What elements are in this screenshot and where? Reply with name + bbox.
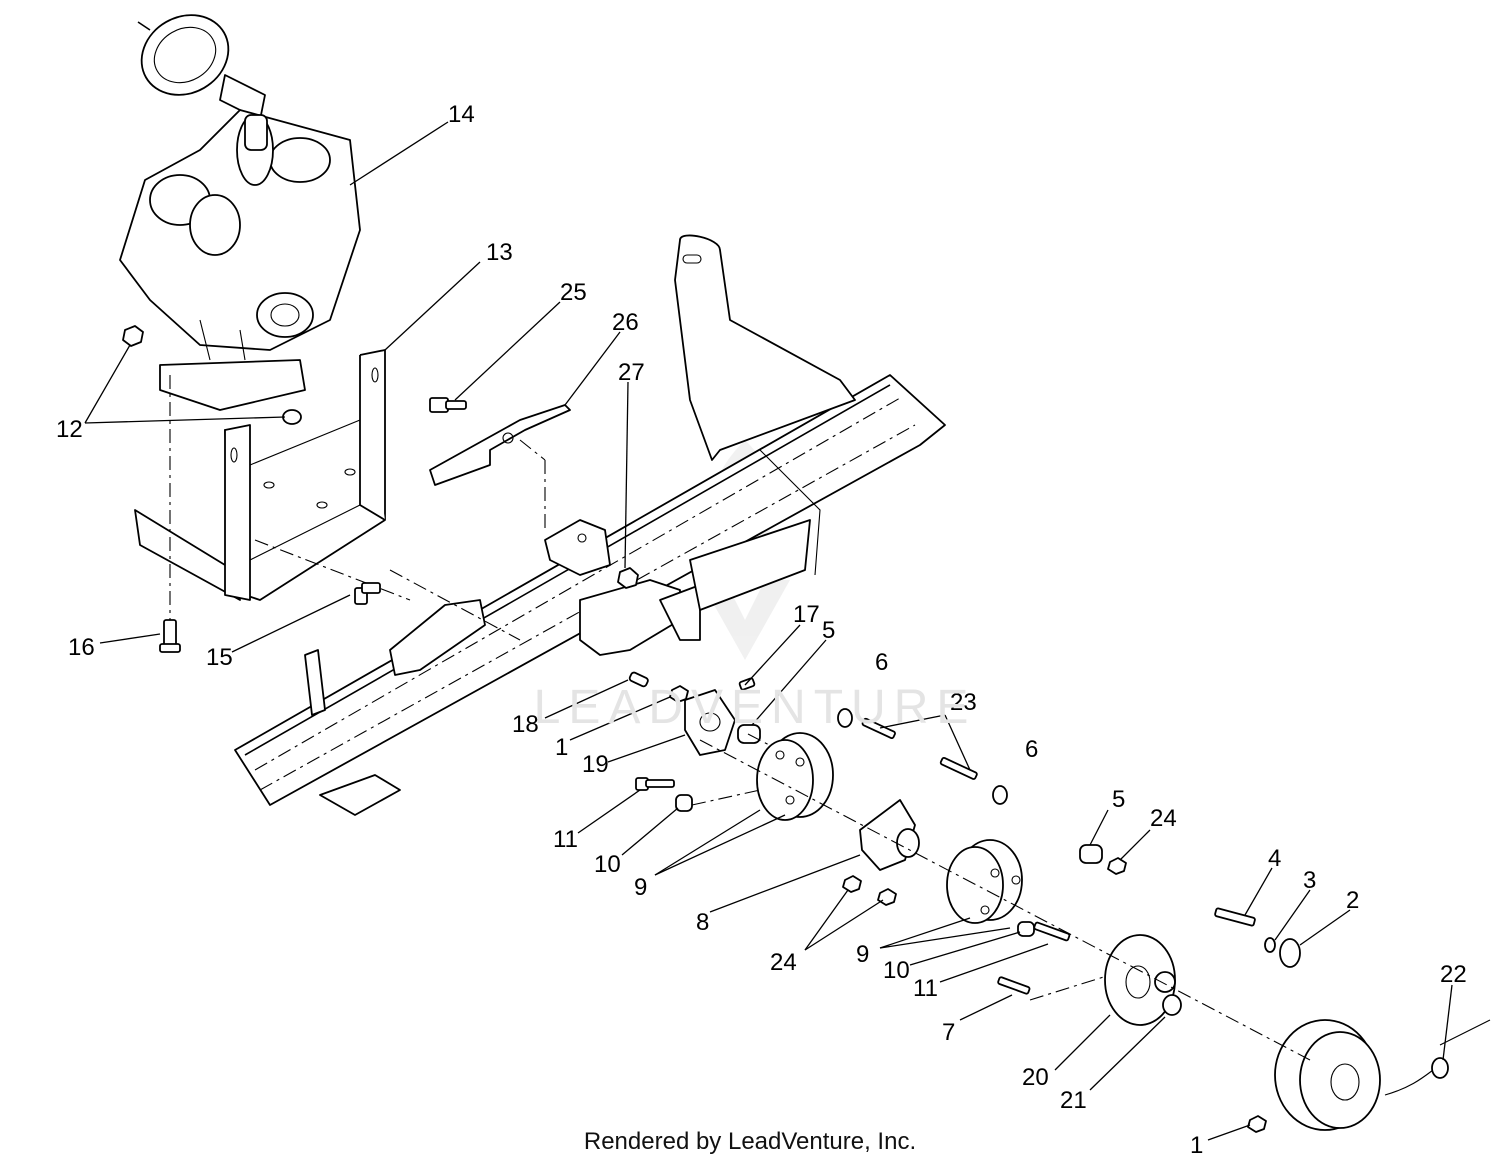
bracket-8 xyxy=(859,799,920,871)
spacer-5 xyxy=(737,724,776,749)
callout-24: 24 xyxy=(1150,805,1177,832)
bolt-15 xyxy=(354,582,381,605)
bolt-11 xyxy=(635,777,675,791)
callout-27: 27 xyxy=(618,359,645,386)
callout-5b: 5 xyxy=(1112,786,1125,813)
callout-17: 17 xyxy=(793,601,820,628)
callout-9: 9 xyxy=(634,874,647,901)
callout-11b: 11 xyxy=(913,975,938,1002)
leader-lines xyxy=(84,121,1453,1141)
bracket-26 xyxy=(429,404,571,486)
bolt-1b xyxy=(1247,1115,1267,1133)
callout-8: 8 xyxy=(696,909,709,936)
bolt-7 xyxy=(997,974,1111,1001)
callout-21: 21 xyxy=(1060,1087,1087,1114)
callout-22: 22 xyxy=(1440,961,1467,988)
washer-6 xyxy=(837,708,1008,805)
callout-5: 5 xyxy=(822,617,835,644)
bolt-16 xyxy=(159,375,181,653)
pin-18 xyxy=(628,671,649,688)
callout-15: 15 xyxy=(206,644,233,671)
hydro-pump-assembly xyxy=(119,14,361,411)
callout-25: 25 xyxy=(560,279,587,306)
bolt-17 xyxy=(738,677,756,691)
callout-1: 1 xyxy=(555,734,568,761)
callout-10: 10 xyxy=(594,851,621,878)
callout-19: 19 xyxy=(582,751,609,778)
callout-4: 4 xyxy=(1268,845,1281,872)
nut-12 xyxy=(122,325,302,425)
callout-7: 7 xyxy=(942,1019,955,1046)
spacer-10b-bolt-11b xyxy=(1017,921,1071,942)
callout-23: 23 xyxy=(950,689,977,716)
callout-16: 16 xyxy=(68,634,95,661)
nuts-24 xyxy=(842,857,1127,906)
flange-19 xyxy=(684,689,736,756)
callout-6: 6 xyxy=(875,649,888,676)
spacer-10 xyxy=(675,789,761,812)
callout-labels: 14 13 25 26 27 12 16 15 17 5 6 23 18 1 1… xyxy=(56,101,1467,1159)
channel-brackets xyxy=(254,519,811,716)
bolt-25 xyxy=(429,397,546,530)
callout-9b: 9 xyxy=(856,941,869,968)
top-plate xyxy=(674,234,856,576)
callout-18: 18 xyxy=(512,711,539,738)
coupler-disc-9 xyxy=(756,732,834,821)
callout-11: 11 xyxy=(553,826,578,853)
callout-20: 20 xyxy=(1022,1064,1049,1091)
callout-2: 2 xyxy=(1346,887,1359,914)
mount-bracket-13 xyxy=(134,349,386,601)
bolts-23 xyxy=(861,717,978,780)
callout-14: 14 xyxy=(448,101,475,128)
watermark-text: LEADVENTURE xyxy=(533,681,977,734)
callout-13: 13 xyxy=(486,239,513,266)
footer-credit: Rendered by LeadVenture, Inc. xyxy=(583,1128,917,1155)
callout-24b: 24 xyxy=(770,949,797,976)
callout-10b: 10 xyxy=(883,957,910,984)
bolt-4-washers-3-2 xyxy=(1214,907,1301,968)
spacer-21 xyxy=(1162,994,1182,1016)
callout-12: 12 xyxy=(56,416,83,443)
pto-clutch-22 xyxy=(1274,1019,1491,1131)
callout-3: 3 xyxy=(1303,867,1316,894)
hub-20 xyxy=(1104,934,1176,1026)
spacer-5b xyxy=(1079,844,1103,864)
callout-26: 26 xyxy=(612,309,639,336)
coupler-disc-9b xyxy=(946,839,1023,924)
frame-channel xyxy=(234,374,946,816)
callout-6b: 6 xyxy=(1025,736,1038,763)
callout-1b: 1 xyxy=(1190,1132,1203,1159)
center-axis xyxy=(699,739,1311,1061)
